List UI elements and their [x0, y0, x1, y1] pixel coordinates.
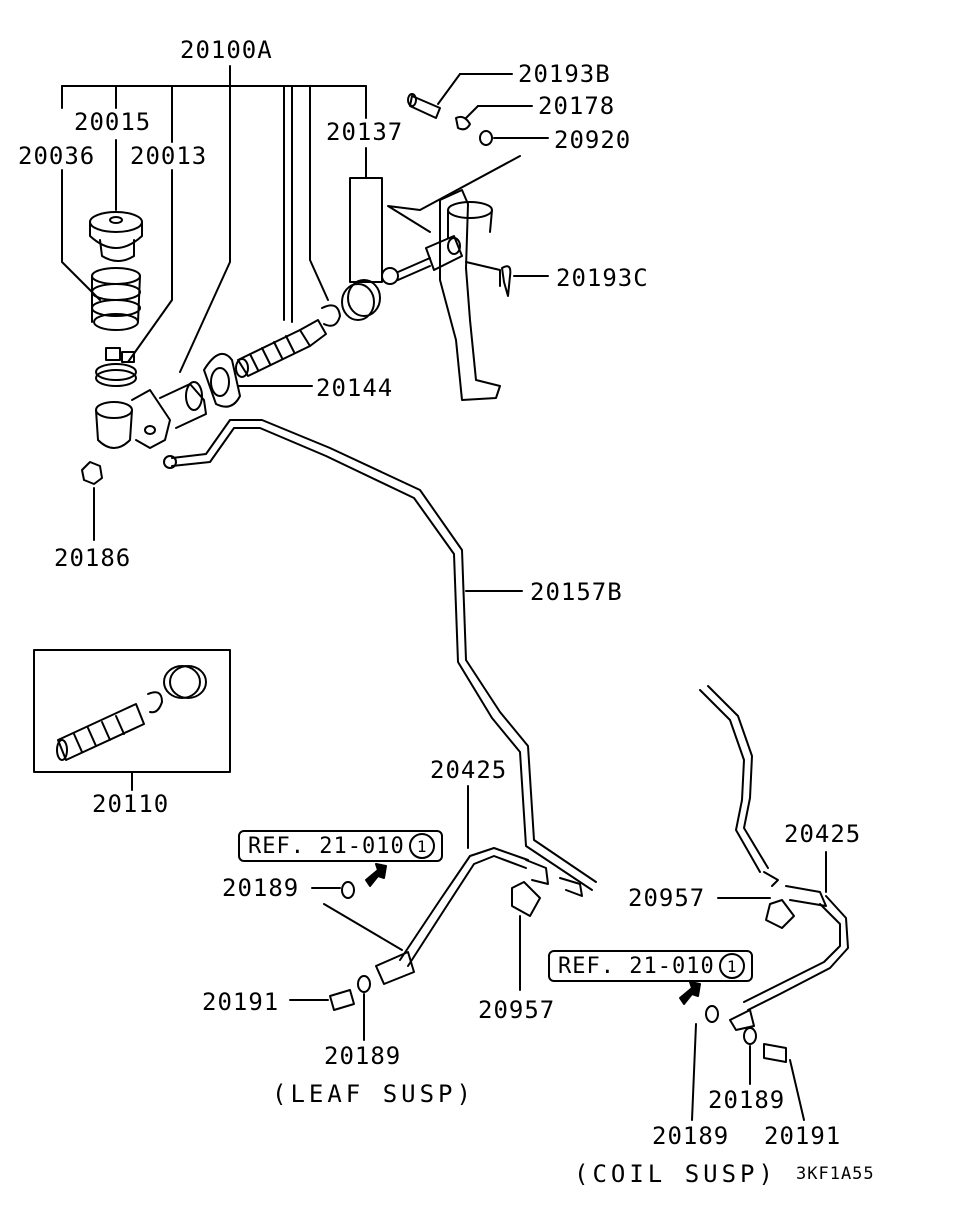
label-20957-left: 20957 — [478, 996, 556, 1024]
label-20189-d: 20189 — [652, 1122, 730, 1150]
clevis-pin — [407, 73, 513, 119]
push-rod-boot — [341, 279, 381, 321]
right-hose — [679, 685, 849, 1121]
label-20193B: 20193B — [518, 60, 611, 88]
piston-assembly — [235, 319, 327, 378]
caption-coil-susp: (COIL SUSP) — [574, 1160, 777, 1188]
label-20015: 20015 — [74, 108, 152, 136]
snap-ring — [321, 304, 341, 327]
push-rod — [381, 235, 463, 285]
label-20425-left: 20425 — [430, 756, 508, 784]
reservoir-cap — [89, 211, 143, 262]
clutch-pipe — [163, 419, 597, 891]
label-20036: 20036 — [18, 142, 96, 170]
label-20137: 20137 — [326, 118, 404, 146]
reference-box-right: REF. 21-010 1 — [548, 950, 753, 982]
label-20157B: 20157B — [530, 578, 623, 606]
master-cylinder-body — [95, 381, 207, 449]
clip — [455, 105, 533, 131]
reference-circled-number: 1 — [718, 953, 745, 979]
nut — [81, 461, 103, 541]
hose-clamp — [95, 347, 137, 387]
diagram-code: 3KF1A55 — [796, 1164, 875, 1184]
label-20193C: 20193C — [556, 264, 649, 292]
reference-circled-number: 1 — [408, 833, 435, 859]
label-20144: 20144 — [316, 374, 394, 402]
boot-leader — [349, 147, 383, 283]
label-20425-right: 20425 — [784, 820, 862, 848]
master-cylinder-kit-bracket — [61, 65, 367, 373]
label-20191-left: 20191 — [202, 988, 280, 1016]
clutch-pedal — [439, 189, 501, 401]
washer — [387, 130, 549, 233]
cotter-pin — [501, 265, 549, 297]
label-20186: 20186 — [54, 544, 132, 572]
gasket — [203, 352, 313, 408]
label-20957-right: 20957 — [628, 884, 706, 912]
repair-kit-box — [33, 649, 231, 791]
label-20013: 20013 — [130, 142, 208, 170]
reference-text: REF. 21-010 — [558, 953, 715, 979]
reference-text: REF. 21-010 — [248, 833, 405, 859]
label-20189-c: 20189 — [708, 1086, 786, 1114]
label-20189-b: 20189 — [324, 1042, 402, 1070]
caption-leaf-susp: (LEAF SUSP) — [272, 1080, 475, 1108]
reference-box-left: REF. 21-010 1 — [238, 830, 443, 862]
reservoir-spring — [91, 267, 141, 331]
left-hose — [289, 785, 583, 1041]
label-20110: 20110 — [92, 790, 170, 818]
label-20189-a: 20189 — [222, 874, 300, 902]
label-20100A: 20100A — [180, 36, 273, 64]
label-20191-right: 20191 — [764, 1122, 842, 1150]
label-20920: 20920 — [554, 126, 632, 154]
label-20178: 20178 — [538, 92, 616, 120]
